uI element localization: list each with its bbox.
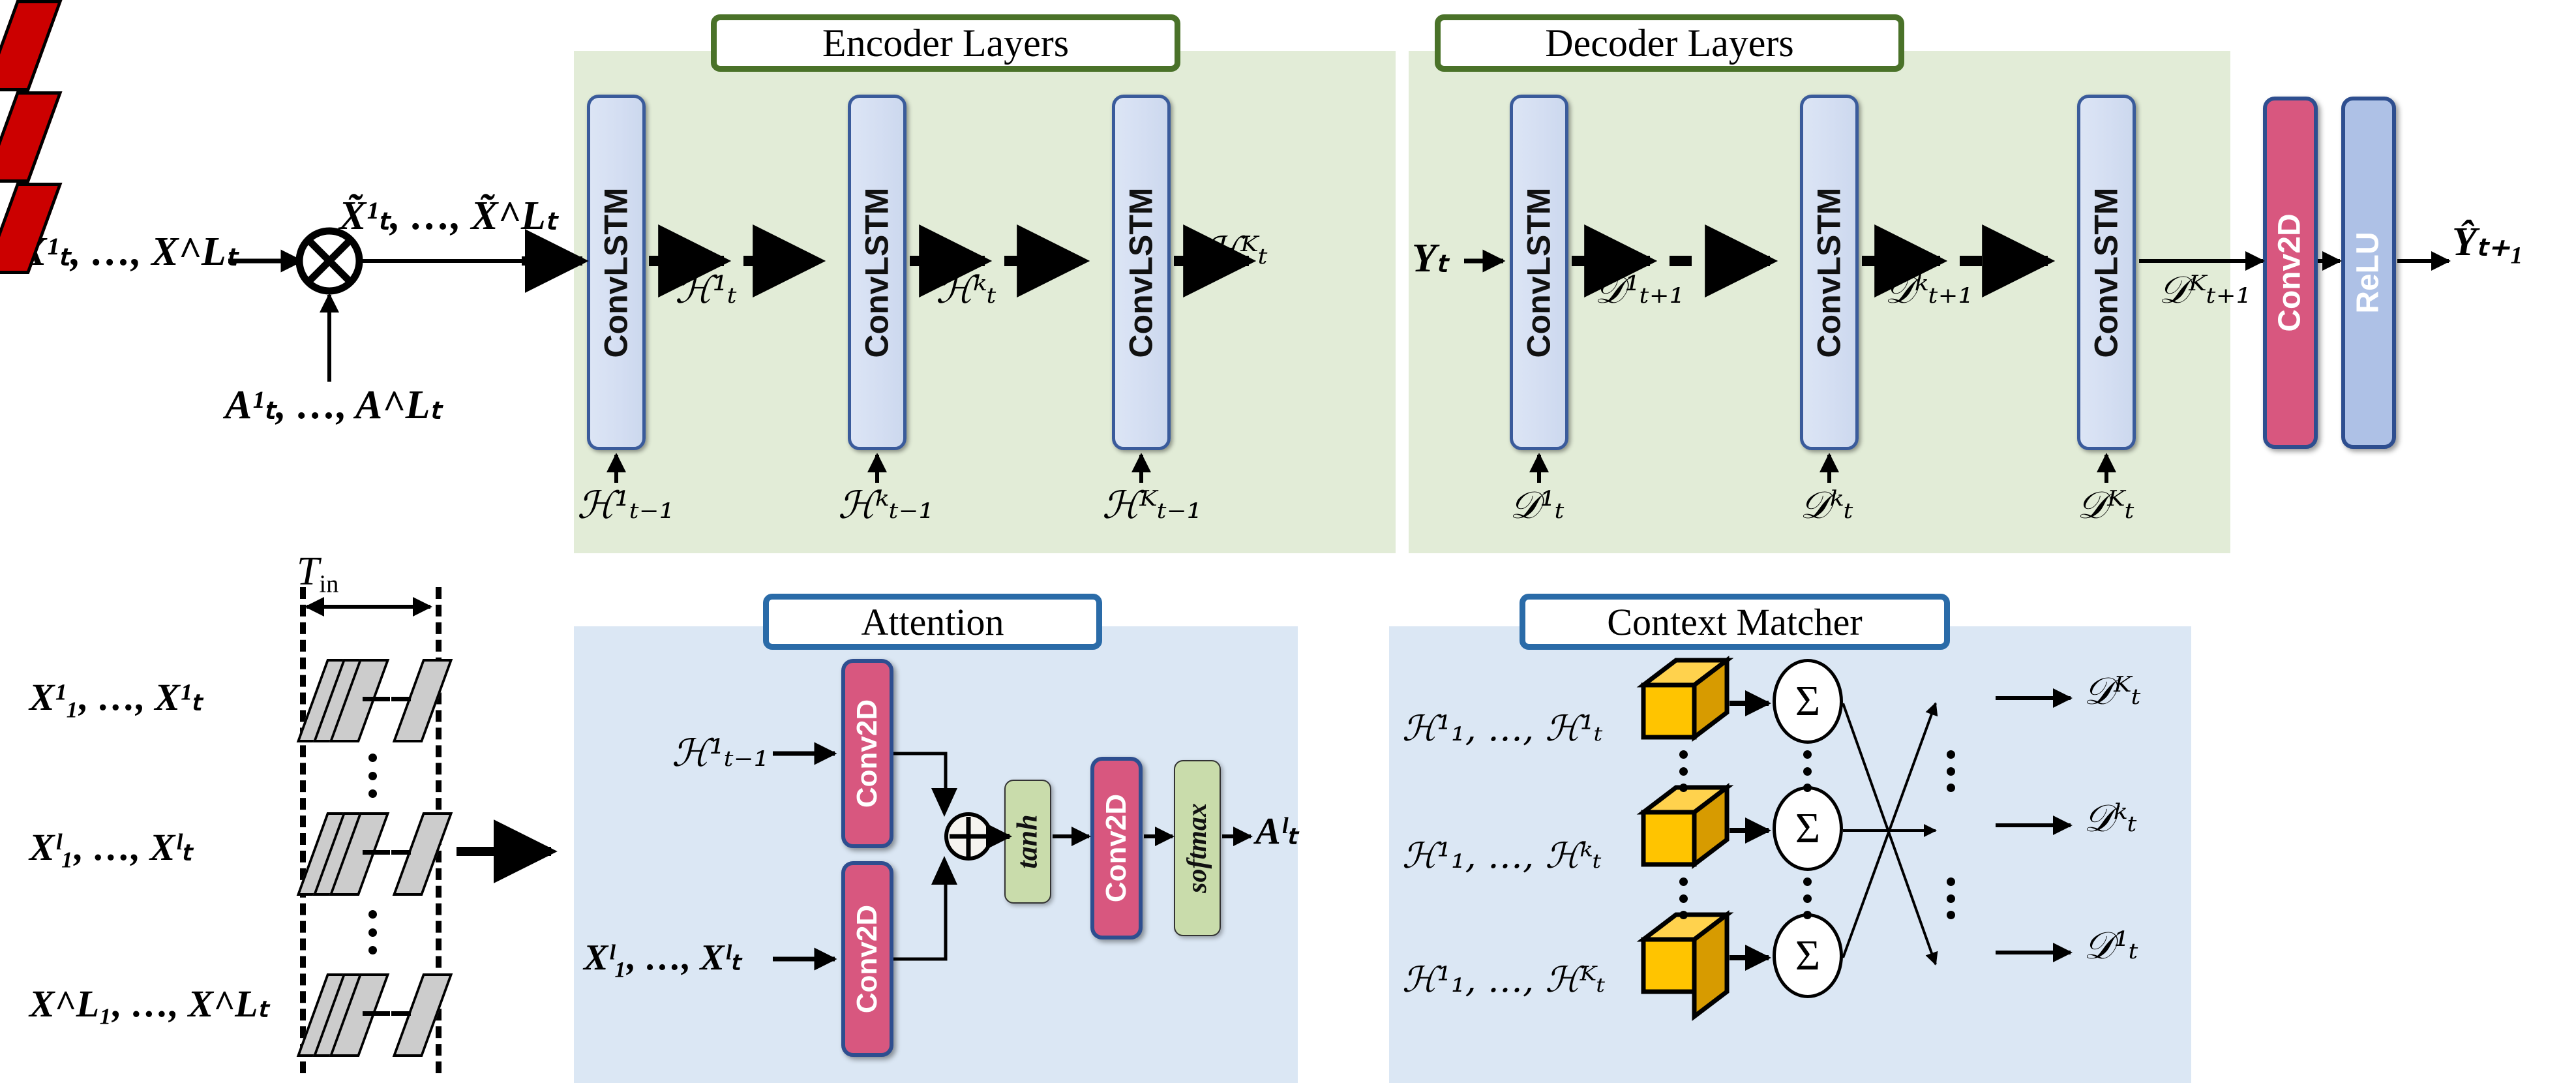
stack-bracket-left [300,587,306,1073]
decoder-title-label: Decoder Layers [1545,21,1794,65]
encoder-convlstm-2[interactable]: ConvLSTM [848,95,906,450]
encoder-state-2: ℋᵏₜ₋₁ [838,483,934,527]
multiply-operator-circle [295,227,363,295]
attention-softmax-label: softmax [1182,803,1213,893]
attention-softmax-block[interactable]: softmax [1174,760,1221,936]
encoder-state-1: ℋ¹ₜ₋₁ [577,483,674,527]
encoder-out-3: ℋᴷₜ [1203,228,1268,273]
attention-conv2d-mid-label: Conv2D [1100,793,1132,903]
attention-conv2d-top-label: Conv2D [851,699,883,808]
cm-sigma-1: Σ [1773,659,1843,744]
decoder-convlstm-1-label: ConvLSTM [1521,187,1557,358]
cm-output-2: 𝒟ᵏₜ [2084,796,2137,840]
cm-input-2: ℋ¹₁, …, ℋᵏₜ [1402,835,1602,876]
attention-title: Attention [763,594,1102,650]
stack-connector [363,1011,390,1016]
context-matcher-title: Context Matcher [1520,594,1950,650]
cm-plane-red-1 [0,0,63,91]
cm-plane-red-2 [0,91,63,183]
time-window-label: Tin [297,549,339,598]
decoder-input-label: Yₜ [1412,236,1449,281]
decoder-state-1: 𝒟¹ₜ [1510,483,1565,527]
head-conv2d-label: Conv2D [2273,213,2308,332]
output-label: Ŷₜ₊₁ [2452,220,2524,264]
cm-output-1: 𝒟ᴷₜ [2084,669,2141,713]
attention-tanh-label: tanh [1011,814,1044,869]
stack-row-label-1: X¹₁, …, X¹ₜ [29,676,203,718]
decoder-convlstm-3[interactable]: ConvLSTM [2077,95,2136,450]
stack-connector [363,697,390,701]
decoder-out-1: 𝒟¹ₜ₊₁ [1595,267,1685,312]
input-x-label: X¹ₜ, …, X^Lₜ [20,230,239,274]
attention-conv2d-mid[interactable]: Conv2D [1090,757,1143,939]
input-a-label: A¹ₜ, …, A^Lₜ [225,383,442,427]
stack-connector [391,1011,411,1016]
encoder-title-label: Encoder Layers [822,21,1070,65]
encoder-convlstm-3-label: ConvLSTM [1123,187,1160,358]
attention-input-top: ℋ¹ₜ₋₁ [672,731,769,775]
cm-sigma-3: Σ [1773,913,1843,998]
stack-connector [363,850,390,855]
attention-sum-operator [944,812,993,861]
decoder-convlstm-2-label: ConvLSTM [1811,187,1848,358]
encoder-title: Encoder Layers [711,14,1180,72]
cm-input-3: ℋ¹₁, …, ℋᴷₜ [1402,959,1606,1000]
cm-ellipsis [1679,750,1688,792]
product-label: X̃¹ₜ, …, X̃^Lₜ [339,194,558,238]
cm-ellipsis [1803,750,1812,792]
multiply-operator-stroke [306,237,353,284]
decoder-convlstm-1[interactable]: ConvLSTM [1510,95,1568,450]
attention-output-label: Aˡₜ [1255,810,1298,852]
stack-connector [391,697,411,701]
decoder-out-2: 𝒟ᵏₜ₊₁ [1885,267,1973,312]
head-relu-block[interactable]: ReLU [2341,97,2396,449]
encoder-out-1: ℋ¹ₜ [675,267,737,312]
attention-conv2d-bottom-label: Conv2D [851,904,883,1014]
multiply-operator-stroke [306,237,353,284]
decoder-state-3: 𝒟ᴷₜ [2077,483,2134,527]
cm-ellipsis [1947,750,1955,792]
attention-conv2d-top[interactable]: Conv2D [841,659,893,848]
attention-conv2d-bottom[interactable]: Conv2D [841,861,893,1057]
decoder-convlstm-2[interactable]: ConvLSTM [1800,95,1859,450]
encoder-convlstm-1[interactable]: ConvLSTM [587,95,646,450]
encoder-state-3: ℋᴷₜ₋₁ [1102,483,1202,527]
decoder-title: Decoder Layers [1435,14,1904,72]
stack-row-label-3: X^L₁, …, X^Lₜ [29,983,269,1025]
stack-row-label-2: Xˡ₁, …, Xˡₜ [29,826,193,868]
encoder-out-2: ℋᵏₜ [936,267,996,312]
stack-connector [391,850,411,855]
attention-title-label: Attention [861,600,1004,643]
encoder-panel [574,51,1396,553]
decoder-out-3: 𝒟ᴷₜ₊₁ [2159,267,2251,312]
decoder-state-2: 𝒟ᵏₜ [1800,483,1853,527]
cm-ellipsis [1947,877,1955,919]
stack-ellipsis [368,910,377,954]
encoder-convlstm-1-label: ConvLSTM [598,187,635,358]
attention-input-bottom: Xˡ₁, …, Xˡₜ [584,938,741,978]
cm-sigma-2: Σ [1773,786,1843,871]
context-matcher-title-label: Context Matcher [1607,600,1863,643]
attention-tanh-block[interactable]: tanh [1004,780,1051,904]
cm-ellipsis [1679,877,1688,919]
head-relu-label: ReLU [2351,232,2386,314]
cm-input-1: ℋ¹₁, …, ℋ¹ₜ [1402,708,1603,749]
decoder-convlstm-3-label: ConvLSTM [2088,187,2125,358]
cm-ellipsis [1803,877,1812,919]
stack-ellipsis [368,754,377,798]
cm-output-3: 𝒟¹ₜ [2084,923,2138,968]
encoder-convlstm-2-label: ConvLSTM [859,187,895,358]
encoder-convlstm-3[interactable]: ConvLSTM [1112,95,1171,450]
head-conv2d-block[interactable]: Conv2D [2263,97,2318,449]
